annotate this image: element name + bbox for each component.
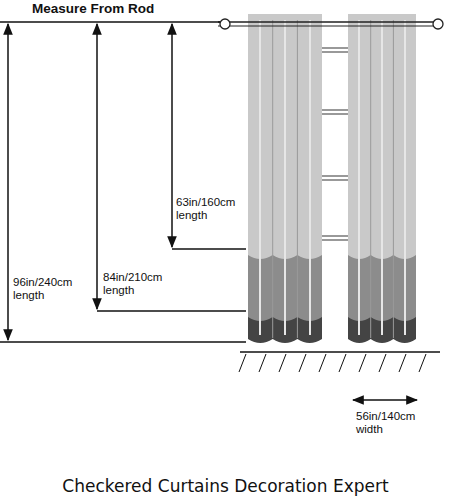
- curtain-panel: [248, 14, 322, 343]
- hatch-stroke: [379, 354, 386, 372]
- dimension-lines: [0, 22, 417, 400]
- hatch-stroke: [419, 354, 426, 372]
- hatch-stroke: [359, 354, 366, 372]
- hatch-stroke: [279, 354, 286, 372]
- measure-note: Measure From Rod: [32, 1, 232, 18]
- hatch-stroke: [259, 354, 266, 372]
- hatch-stroke: [319, 354, 326, 372]
- hatch-stroke: [239, 354, 246, 372]
- dimension-label: 84in/210cm length: [103, 271, 171, 297]
- dimension-label: 96in/240cm length: [13, 276, 81, 302]
- window-frame: [322, 48, 348, 240]
- dimension-label: 56in/140cm width: [356, 410, 436, 436]
- hatch-stroke: [339, 354, 346, 372]
- hatch-stroke: [399, 354, 406, 372]
- floor-line: [240, 351, 440, 353]
- caption: Checkered Curtains Decoration Expert: [62, 476, 388, 496]
- floor-hatch: [239, 354, 426, 372]
- curtain-rod: [218, 19, 443, 29]
- dimension-label: 63in/160cm length: [176, 196, 244, 222]
- curtain-panel: [348, 14, 416, 343]
- hatch-stroke: [299, 354, 306, 372]
